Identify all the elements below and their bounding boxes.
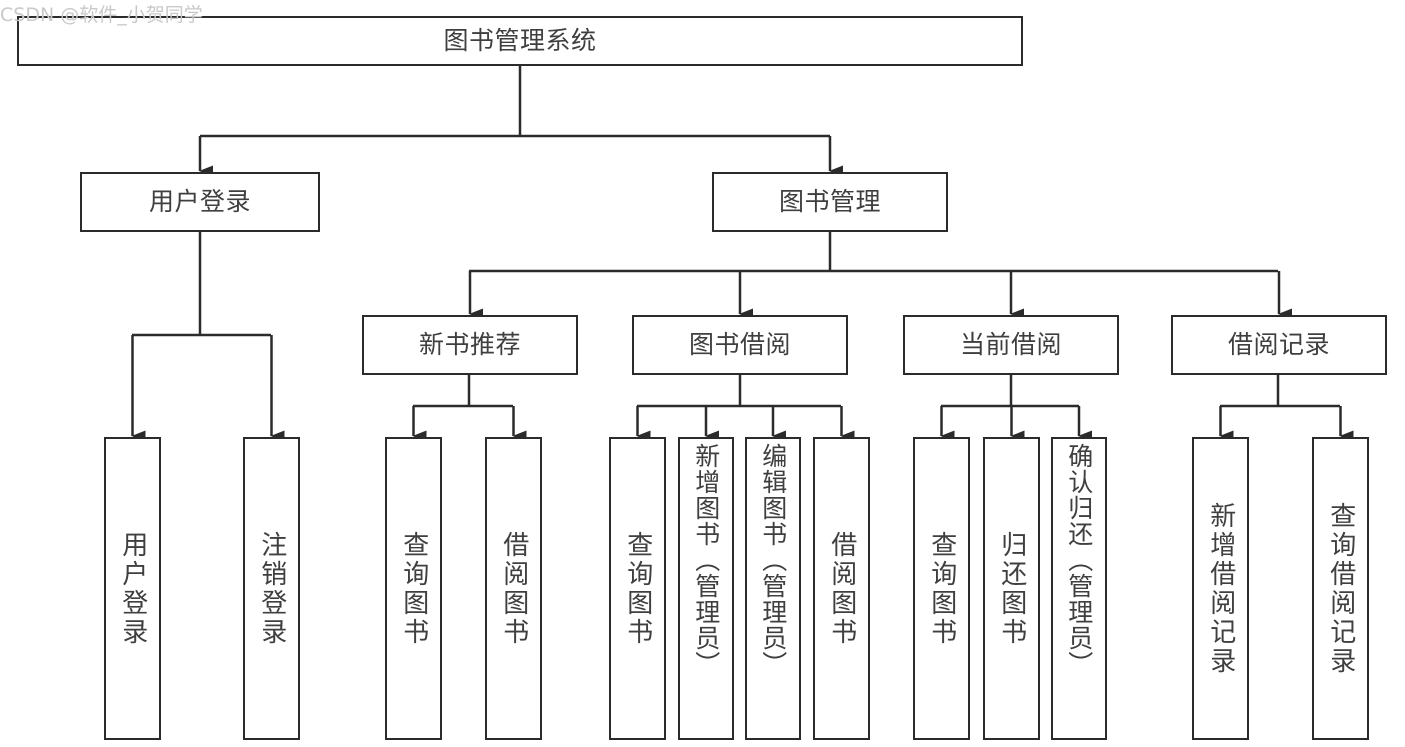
node-borrow-record: 借阅记录 [1171,315,1387,375]
node-label: 借阅记录 [1227,330,1330,359]
node-label: 查询借阅记录 [1325,501,1356,676]
node-leaf-borrow-book-new: 借阅图书 [485,437,542,740]
node-label: 查询图书 [926,530,957,647]
node-leaf-add-book: 新增图书（管理员） [678,437,734,740]
node-label: 查询图书 [398,530,429,647]
node-leaf-borrow-book: 借阅图书 [813,437,870,740]
node-new-book-recommend: 新书推荐 [362,315,578,375]
node-label: 借阅图书 [498,530,529,647]
node-leaf-query-book-new: 查询图书 [385,437,442,740]
node-label: 查询图书 [622,530,653,647]
node-leaf-query-borrow-record: 查询借阅记录 [1312,437,1369,740]
node-leaf-query-book-borrow: 查询图书 [609,437,666,740]
node-root: 图书管理系统 [17,16,1023,66]
node-book-management: 图书管理 [712,172,948,232]
node-label: 编辑图书（管理员） [758,443,788,677]
node-label: 注销登录 [256,530,287,647]
node-label: 图书管理系统 [443,26,597,55]
node-label: 用户登录 [117,530,148,647]
node-label: 图书借阅 [688,330,791,359]
node-leaf-confirm-return: 确认归还（管理员） [1051,437,1107,740]
node-leaf-query-book-current: 查询图书 [913,437,970,740]
node-leaf-user-logout: 注销登录 [243,437,300,740]
node-label: 新增图书（管理员） [691,443,721,677]
node-label: 确认归还（管理员） [1064,443,1094,677]
csdn-watermark: CSDN @软件_小贺同学 [0,4,203,26]
node-leaf-edit-book: 编辑图书（管理员） [745,437,801,740]
node-label: 归还图书 [996,530,1027,647]
node-label: 图书管理 [778,187,881,216]
node-leaf-user-login: 用户登录 [104,437,161,740]
node-current-borrow: 当前借阅 [903,315,1119,375]
node-label: 用户登录 [148,187,251,216]
node-user-login: 用户登录 [80,172,320,232]
node-label: 新书推荐 [418,330,521,359]
node-label: 借阅图书 [826,530,857,647]
node-label: 新增借阅记录 [1205,501,1236,676]
node-leaf-return-book: 归还图书 [983,437,1040,740]
node-book-borrow: 图书借阅 [632,315,848,375]
node-leaf-add-borrow-record: 新增借阅记录 [1192,437,1249,740]
node-label: 当前借阅 [959,330,1062,359]
